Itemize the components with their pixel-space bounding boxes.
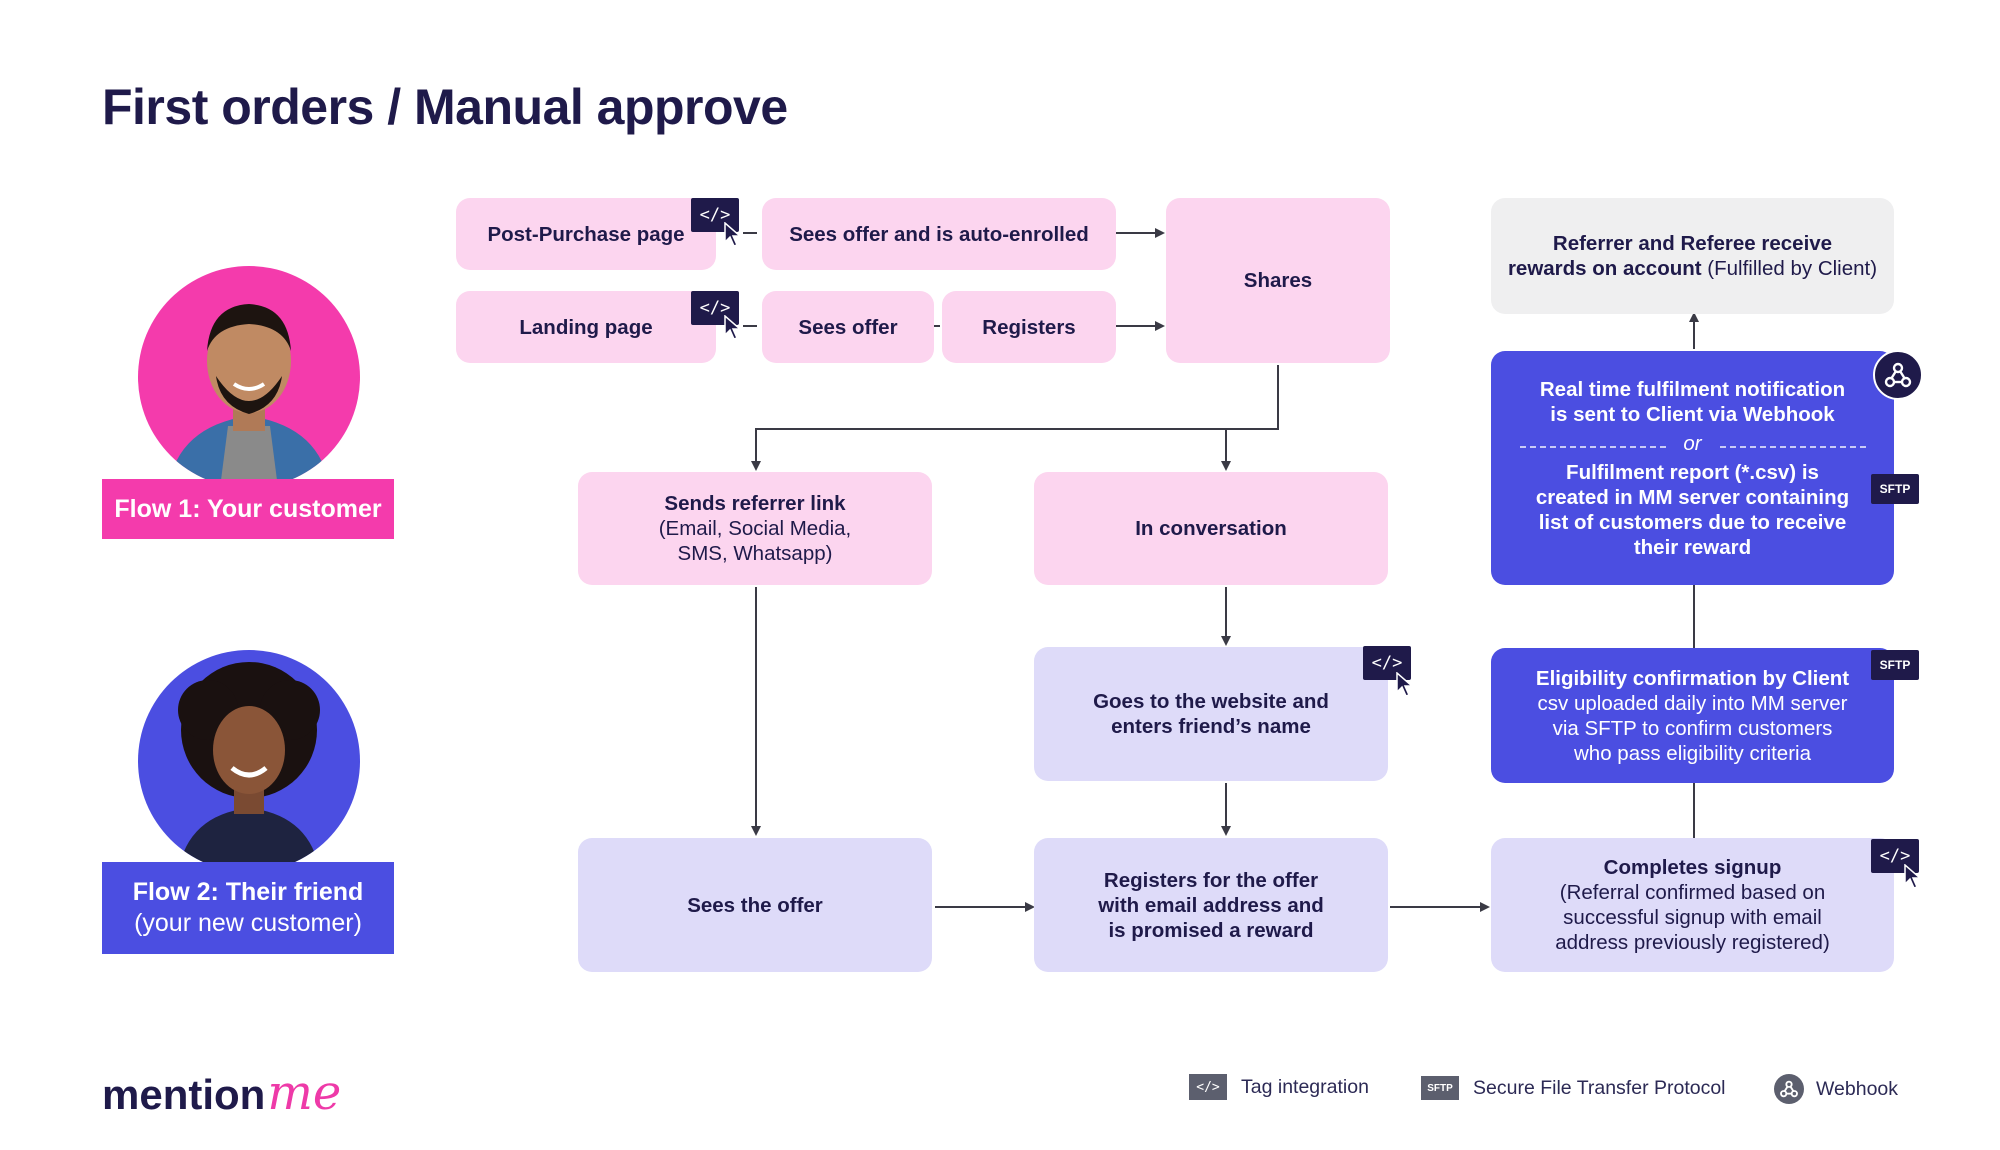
- registers-offer-line-1: Registers for the offer: [1103, 868, 1319, 892]
- shares-label: Shares: [1243, 269, 1313, 292]
- registers-offer-line-2: with email address and: [1098, 893, 1324, 917]
- flow-2-subtitle: (your new customer): [134, 909, 362, 937]
- fulfilment-notification-node: Real time fulfilment notification is sen…: [1491, 351, 1894, 585]
- webhook-icon: [1873, 350, 1923, 400]
- completes-signup-title: Completes signup: [1603, 856, 1782, 879]
- or-divider-left: [1520, 446, 1666, 448]
- flow-2-title: Flow 2: Their friend: [132, 878, 364, 906]
- eligibility-line-2: via SFTP to confirm customers: [1552, 716, 1833, 740]
- customer-avatar: [138, 266, 360, 488]
- legend-tag-label: Tag integration: [1241, 1075, 1369, 1098]
- sees-offer-label: Sees offer: [798, 315, 898, 339]
- sends-referrer-link-node: Sends referrer link (Email, Social Media…: [578, 472, 932, 585]
- rewards-received-node: Referrer and Referee receive rewards on …: [1491, 198, 1894, 314]
- registers-node: Registers: [942, 291, 1116, 363]
- notification-line-3: Fulfilment report (*.csv) is: [1566, 460, 1819, 484]
- logo-mention: mention: [102, 1071, 266, 1118]
- tag-integration-icon: </>: [691, 291, 739, 325]
- or-divider-right: [1720, 446, 1866, 448]
- legend-webhook-icon: [1774, 1074, 1804, 1104]
- rewards-line-1: Referrer and Referee receive: [1552, 232, 1833, 255]
- sees-the-offer-label: Sees the offer: [687, 893, 823, 917]
- eligibility-confirmation-node: Eligibility confirmation by Client csv u…: [1491, 648, 1894, 783]
- eligibility-line-1: csv uploaded daily into MM server: [1537, 691, 1848, 715]
- sftp-icon: SFTP: [1871, 650, 1919, 680]
- page-title: First orders / Manual approve: [102, 79, 788, 135]
- legend-sftp-label: Secure File Transfer Protocol: [1473, 1076, 1726, 1099]
- notification-line-6: their reward: [1633, 535, 1752, 559]
- sends-link-channels-2: SMS, Whatsapp): [677, 542, 833, 565]
- completes-signup-line-3: address previously registered): [1555, 931, 1830, 954]
- sees-offer-node: Sees offer: [762, 291, 934, 363]
- registers-label: Registers: [982, 315, 1076, 339]
- registers-for-offer-node: Registers for the offer with email addre…: [1034, 838, 1388, 972]
- eligibility-title: Eligibility confirmation by Client: [1535, 666, 1850, 690]
- rewards-fulfilled-by: (Fulfilled by Client): [1701, 257, 1878, 280]
- sends-link-title: Sends referrer link: [664, 492, 846, 515]
- logo-me: me: [267, 1065, 342, 1121]
- sees-the-offer-node: Sees the offer: [578, 838, 932, 972]
- tag-integration-icon: </>: [691, 198, 739, 232]
- rewards-bold: rewards on account: [1507, 257, 1702, 280]
- notification-line-5: list of customers due to receive: [1538, 510, 1847, 534]
- completes-signup-line-1: (Referral confirmed based on: [1559, 881, 1826, 904]
- eligibility-line-3: who pass eligibility criteria: [1574, 741, 1811, 765]
- legend-webhook: Webhook: [1774, 1074, 1898, 1104]
- friend-avatar: [138, 650, 360, 872]
- goes-website-line-1: Goes to the website and: [1093, 690, 1329, 713]
- tag-integration-icon: </>: [1871, 839, 1919, 873]
- post-purchase-label: Post-Purchase page: [487, 222, 685, 246]
- shares-node: Shares: [1166, 198, 1390, 363]
- in-conversation-label: In conversation: [1135, 517, 1287, 540]
- sends-link-channels: (Email, Social Media,: [658, 517, 852, 540]
- sees-offer-auto-enrolled-node: Sees offer and is auto-enrolled: [762, 198, 1116, 270]
- landing-label: Landing page: [519, 315, 653, 339]
- tag-integration-icon: </>: [1363, 646, 1411, 680]
- completes-signup-node: Completes signup (Referral confirmed bas…: [1491, 838, 1894, 972]
- rewards-line-2: rewards on account (Fulfilled by Client): [1508, 256, 1877, 281]
- goes-to-website-node: Goes to the website and enters friend’s …: [1034, 647, 1388, 781]
- legend-sftp: SFTP Secure File Transfer Protocol: [1421, 1076, 1726, 1100]
- notification-line-4: created in MM server containing: [1535, 485, 1850, 509]
- legend-tag-integration: </> Tag integration: [1189, 1074, 1369, 1100]
- notification-line-2: is sent to Client via Webhook: [1550, 402, 1835, 426]
- legend-webhook-label: Webhook: [1816, 1077, 1899, 1100]
- legend-sftp-icon: SFTP: [1421, 1076, 1459, 1100]
- legend-tag-icon: </>: [1189, 1074, 1227, 1100]
- registers-offer-line-3: is promised a reward: [1108, 918, 1314, 942]
- post-purchase-page-node: Post-Purchase page: [456, 198, 716, 270]
- landing-page-node: Landing page: [456, 291, 716, 363]
- or-separator: or: [1683, 431, 1702, 455]
- completes-signup-line-2: successful signup with email: [1563, 906, 1822, 929]
- in-conversation-node: In conversation: [1034, 472, 1388, 585]
- goes-website-line-2: enters friend’s name: [1111, 715, 1311, 738]
- notification-line-1: Real time fulfilment notification: [1539, 377, 1846, 401]
- flow-1-text: Flow 1: Your customer: [114, 494, 382, 523]
- sees-offer-auto-label: Sees offer and is auto-enrolled: [789, 222, 1089, 246]
- flow-1-label: Flow 1: Your customer: [102, 479, 394, 539]
- sftp-icon: SFTP: [1871, 474, 1919, 504]
- flow-2-label: Flow 2: Their friend (your new customer): [102, 862, 394, 954]
